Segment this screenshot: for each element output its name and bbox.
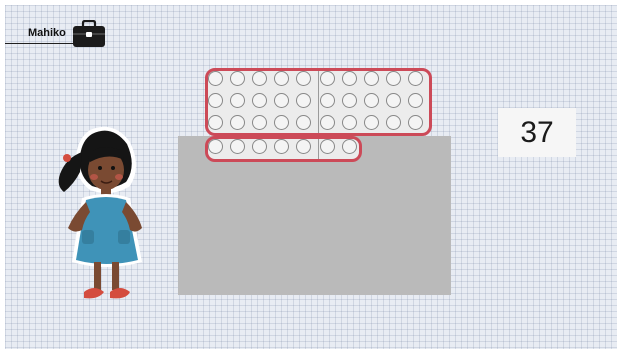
ten-frame-cell (208, 71, 223, 86)
ten-frame-cell (320, 93, 335, 108)
ten-frame-cell (230, 115, 245, 130)
ten-frame-cell (252, 115, 267, 130)
ten-frame-cell (252, 93, 267, 108)
ten-frame-cell (342, 139, 357, 154)
ten-frame-cell (320, 71, 335, 86)
ten-frame-cell (208, 139, 223, 154)
ten-frame-cell (296, 93, 311, 108)
ten-frame-cell (296, 71, 311, 86)
ten-frame-cell (386, 93, 401, 108)
ten-frame-cell (274, 139, 289, 154)
ten-frame-cell (320, 115, 335, 130)
ten-frame-cell (296, 139, 311, 154)
ten-frame-cell (230, 93, 245, 108)
ten-frame-cell (342, 115, 357, 130)
lesson-canvas: Mahiko 37 (5, 5, 617, 349)
ten-frame-cell (252, 139, 267, 154)
ten-frame-cell (386, 71, 401, 86)
ten-frame-cell (364, 115, 379, 130)
ten-frame-cell (252, 71, 267, 86)
number-card: 37 (498, 108, 576, 157)
ten-frame-cell (208, 115, 223, 130)
ten-frame-cell (274, 115, 289, 130)
ten-frame-cell (364, 93, 379, 108)
ten-frame-divider (318, 71, 319, 133)
ten-frame-cell (320, 139, 335, 154)
ten-frame-cell (274, 71, 289, 86)
ten-frame-cell (408, 71, 423, 86)
ten-frame-cell (408, 115, 423, 130)
ten-frame-cell (364, 71, 379, 86)
ten-frame-cell (274, 93, 289, 108)
toolbox-icon[interactable] (72, 20, 106, 48)
girl-character (38, 112, 148, 306)
student-name-label: Mahiko (28, 27, 66, 39)
ten-frame-cell (408, 93, 423, 108)
ten-frame-cell (386, 115, 401, 130)
ten-frame-cell (342, 93, 357, 108)
ten-frame-cell (230, 71, 245, 86)
ten-frame-cell (296, 115, 311, 130)
ten-frame-divider (318, 139, 319, 159)
ten-frame-cell (342, 71, 357, 86)
ten-frame-cell (230, 139, 245, 154)
ten-frame-cell (208, 93, 223, 108)
